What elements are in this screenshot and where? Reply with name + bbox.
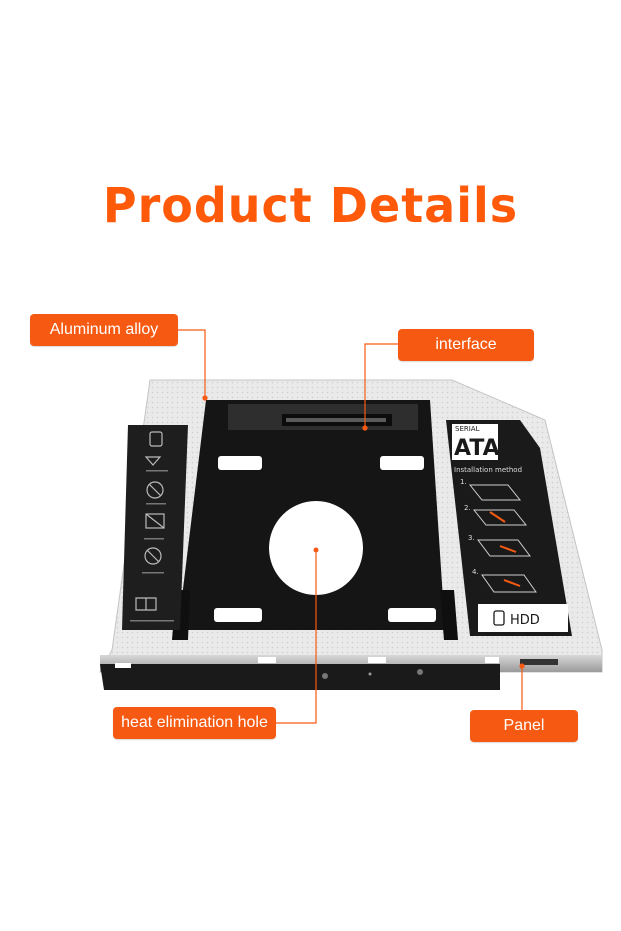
sticker-step-2: 2.	[464, 504, 471, 512]
sticker-hdd-text: HDD	[510, 613, 540, 628]
leader-aluminum	[178, 329, 206, 398]
sticker-step-3: 3.	[468, 534, 475, 542]
label-heat-elimination-hole: heat elimination hole	[113, 707, 276, 739]
hdd-icon	[493, 610, 505, 626]
sticker-serial-text: SERIAL	[455, 425, 480, 433]
front-panel	[100, 664, 500, 690]
label-aluminum-alloy: Aluminum alloy	[30, 314, 178, 346]
sticker-method-text: Installation method	[454, 466, 522, 474]
sticker-step-1: 1.	[460, 478, 467, 486]
leader-heat-hole	[276, 552, 317, 724]
right-installation-sticker	[446, 420, 572, 636]
label-panel: Panel	[470, 710, 578, 742]
sticker-step-4: 4.	[472, 568, 479, 576]
sticker-ata-text: ATA	[454, 436, 500, 461]
page-title: Product Details	[102, 176, 519, 234]
label-interface: interface	[398, 329, 534, 361]
leader-interface	[364, 343, 398, 428]
